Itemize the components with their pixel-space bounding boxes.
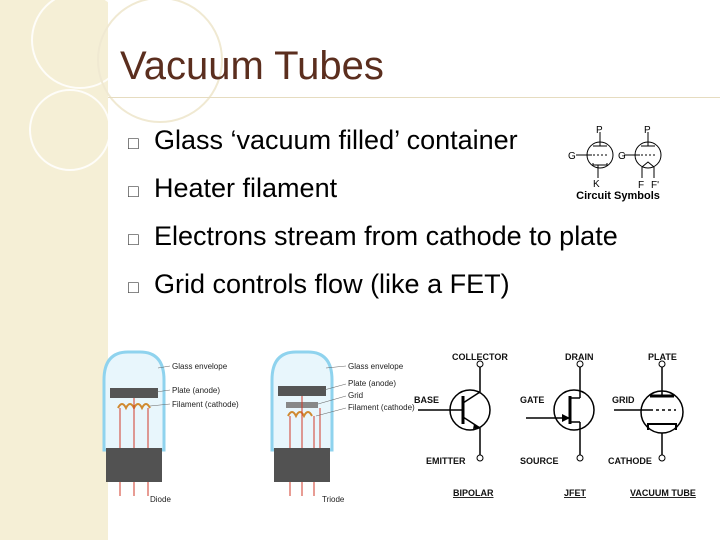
bipolar-label-collector: COLLECTOR xyxy=(452,352,508,362)
triode-label-filament: Filament (cathode) xyxy=(348,403,415,412)
symbol-label-filament-prime: F' xyxy=(651,180,659,191)
jfet-label-drain: DRAIN xyxy=(565,352,594,362)
bullet-item: □ Electrons stream from cathode to plate xyxy=(128,214,618,262)
symbol-label-grid-2: G xyxy=(618,151,626,162)
circuit-symbols-caption: Circuit Symbols xyxy=(576,190,660,202)
slide-title: Vacuum Tubes xyxy=(120,44,384,88)
bipolar-caption: BIPOLAR xyxy=(453,488,494,498)
symbol-label-grid: G xyxy=(568,151,576,162)
tube-label-grid: GRID xyxy=(612,395,635,405)
jfet-label-source: SOURCE xyxy=(520,456,559,466)
decorative-circles xyxy=(29,0,223,171)
bullet-marker: □ xyxy=(128,229,139,249)
decorative-sidebar xyxy=(0,0,108,540)
triode-label-envelope: Glass envelope xyxy=(348,362,404,371)
bullet-text: Heater filament xyxy=(154,173,338,203)
diode-label-filament: Filament (cathode) xyxy=(172,400,239,409)
bullet-marker: □ xyxy=(128,133,139,153)
circuit-symbols-panel: P G K P G F F' Circuit Symbols xyxy=(566,122,670,206)
bipolar-label-emitter: EMITTER xyxy=(426,456,466,466)
bullet-item: □ Heater filament xyxy=(128,166,618,214)
symbol-label-plate-2: P xyxy=(644,125,651,136)
title-divider xyxy=(108,97,720,98)
symbol-label-cathode: K xyxy=(593,179,600,190)
triode-caption: Triode xyxy=(322,495,345,504)
bullet-text: Electrons stream from cathode to plate xyxy=(154,221,618,251)
diode-label-envelope: Glass envelope xyxy=(172,362,228,371)
vacuum-tube-symbol-icon: PLATE GRID CATHODE VACUUM TUBE xyxy=(608,352,696,498)
tube-caption: VACUUM TUBE xyxy=(630,488,696,498)
bullet-marker: □ xyxy=(128,181,139,201)
bullet-item: □ Glass ‘vacuum filled’ container xyxy=(128,118,618,166)
symbol-label-filament: F xyxy=(638,180,644,191)
bullet-text: Glass ‘vacuum filled’ container xyxy=(154,125,518,155)
tube-illustrations: Glass envelope Plate (anode) Filament (c… xyxy=(102,350,696,504)
triode-illustration-icon: Glass envelope Plate (anode) Grid Filame… xyxy=(270,350,415,504)
diode-caption: Diode xyxy=(150,495,171,504)
diode-label-plate: Plate (anode) xyxy=(172,386,220,395)
triode-label-plate: Plate (anode) xyxy=(348,379,396,388)
triode-label-grid: Grid xyxy=(348,391,363,400)
bullet-list: □ Glass ‘vacuum filled’ container □ Heater… xyxy=(128,118,618,310)
tube-circuit-symbol-icon: P G K P G F F' xyxy=(568,125,662,191)
bullet-text: Grid controls flow (like a FET) xyxy=(154,269,510,299)
jfet-icon: DRAIN GATE SOURCE JFET xyxy=(520,352,595,498)
bullet-marker: □ xyxy=(128,277,139,297)
jfet-label-gate: GATE xyxy=(520,395,544,405)
bipolar-transistor-icon: COLLECTOR BASE EMITTER BIPOLAR xyxy=(414,352,508,498)
bipolar-label-base: BASE xyxy=(414,395,439,405)
symbol-label-plate: P xyxy=(596,125,603,136)
tube-label-cathode: CATHODE xyxy=(608,456,652,466)
diode-illustration-icon: Glass envelope Plate (anode) Filament (c… xyxy=(102,350,239,504)
jfet-caption: JFET xyxy=(564,488,587,498)
tube-label-plate: PLATE xyxy=(648,352,677,362)
bullet-item: □ Grid controls flow (like a FET) xyxy=(128,262,618,310)
